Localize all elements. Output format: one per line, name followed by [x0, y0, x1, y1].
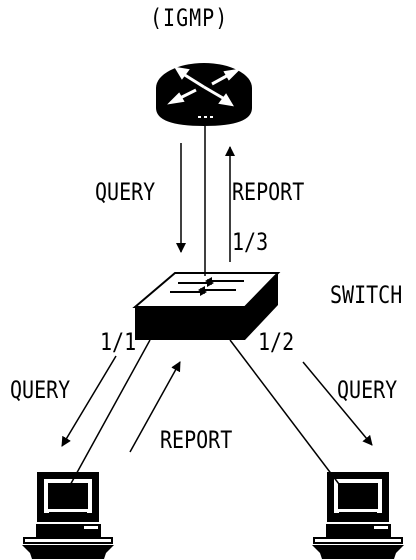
uplink-port-label: 1/3	[232, 227, 269, 256]
report-left-arrow	[129, 361, 181, 453]
report-up-label: REPORT	[232, 177, 305, 206]
query-right-arrow	[302, 361, 373, 446]
router-label: (IGMP)	[150, 3, 229, 32]
switch-label: SWITCH	[330, 280, 403, 309]
computer-icon	[312, 472, 404, 559]
left-port-label: 1/1	[100, 327, 137, 356]
right-port-label: 1/2	[258, 327, 295, 356]
query-right-label: QUERY	[337, 375, 398, 404]
query-down-label: QUERY	[95, 177, 156, 206]
switch-icon	[132, 272, 281, 340]
report-left-label: REPORT	[160, 425, 233, 454]
switch-left-pc-link	[62, 339, 151, 499]
router-icon	[156, 63, 252, 126]
computer-icon	[22, 472, 114, 559]
query-left-arrow	[61, 355, 117, 447]
switch-right-pc-link	[229, 339, 346, 493]
query-left-label: QUERY	[10, 375, 71, 404]
